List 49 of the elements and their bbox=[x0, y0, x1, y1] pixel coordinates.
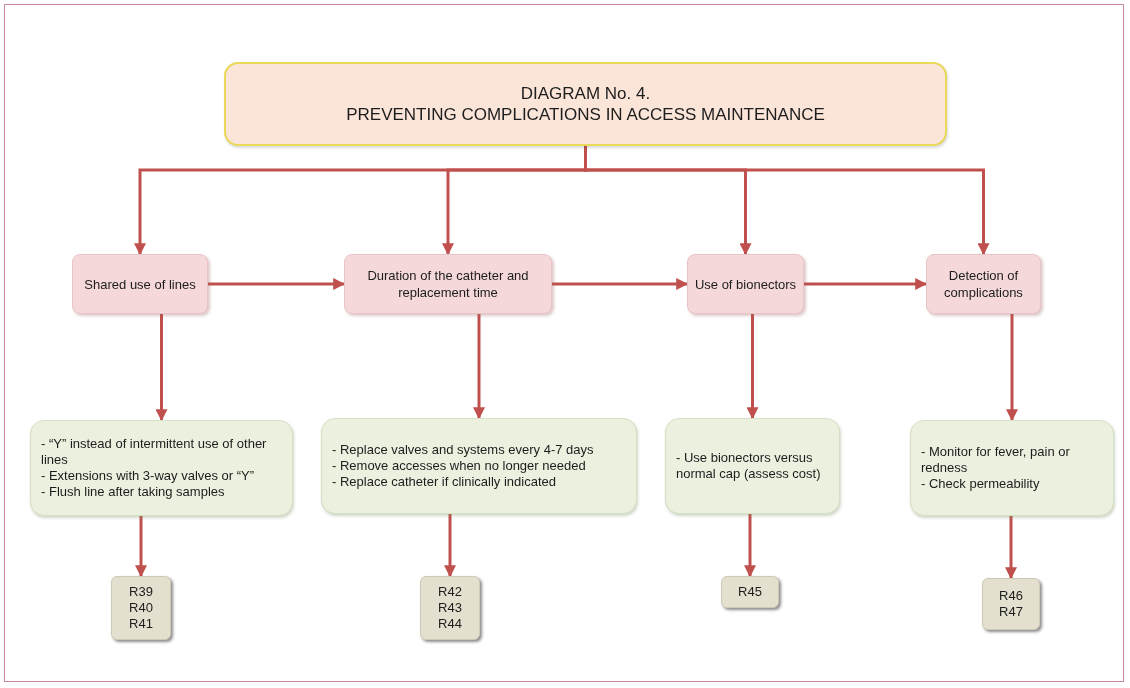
node-label: Detection of complications bbox=[943, 267, 1024, 301]
bullet-text: - Use bionectors versus normal cap (assess cost) bbox=[676, 450, 822, 482]
reference-code: R45 bbox=[738, 584, 762, 600]
arrow bbox=[552, 278, 689, 290]
bullet-text: - Check permeability bbox=[921, 476, 1041, 492]
bullet-text: - Extensions with 3-way valves or “Y” bbox=[41, 468, 256, 484]
arrow bbox=[584, 146, 990, 256]
arrow bbox=[1005, 516, 1017, 580]
topic-box bbox=[926, 254, 1041, 314]
reference-box bbox=[111, 576, 171, 640]
arrow bbox=[135, 516, 147, 578]
bullet-text: - “Y” instead of intermittent use of other lines bbox=[41, 436, 268, 468]
recommendation-box bbox=[910, 420, 1114, 516]
topic-box bbox=[344, 254, 552, 314]
title-box bbox=[224, 62, 947, 146]
arrow bbox=[744, 514, 756, 578]
title-text: DIAGRAM No. 4. bbox=[520, 83, 651, 104]
arrow bbox=[444, 514, 456, 578]
recommendation-box bbox=[321, 418, 637, 514]
reference-code: R42 bbox=[438, 584, 462, 600]
reference-box bbox=[420, 576, 480, 640]
reference-code: R44 bbox=[438, 616, 462, 632]
reference-code: R43 bbox=[438, 600, 462, 616]
node-label: Use of bionectors bbox=[694, 275, 797, 293]
reference-code: R41 bbox=[129, 616, 153, 632]
reference-box bbox=[721, 576, 779, 608]
bullet-text: - Replace valves and systems every 4-7 days bbox=[332, 442, 595, 458]
reference-code: R47 bbox=[999, 604, 1023, 620]
node-label: Shared use of lines bbox=[84, 275, 196, 293]
title-text: PREVENTING COMPLICATIONS IN ACCESS MAINTENANCE bbox=[346, 104, 825, 125]
recommendation-box bbox=[665, 418, 840, 514]
arrow bbox=[155, 314, 168, 422]
reference-code: R46 bbox=[999, 588, 1023, 604]
arrow bbox=[1006, 314, 1018, 422]
bullet-text: - Replace catheter if clinically indicated bbox=[332, 474, 557, 490]
reference-box bbox=[982, 578, 1040, 630]
topic-box bbox=[72, 254, 208, 314]
topic-box bbox=[687, 254, 804, 314]
bullet-text: - Monitor for fever, pain or redness bbox=[921, 444, 1071, 476]
arrow bbox=[208, 278, 346, 290]
bullet-text: - Remove accesses when no longer needed bbox=[332, 458, 587, 474]
reference-code: R39 bbox=[129, 584, 153, 600]
arrow bbox=[804, 278, 928, 290]
reference-code: R40 bbox=[129, 600, 153, 616]
recommendation-box bbox=[30, 420, 293, 516]
bullet-text: - Flush line after taking samples bbox=[41, 484, 226, 500]
arrow bbox=[473, 314, 485, 420]
arrow bbox=[746, 314, 759, 420]
node-label: Duration of the catheter and replacement time bbox=[366, 267, 530, 301]
